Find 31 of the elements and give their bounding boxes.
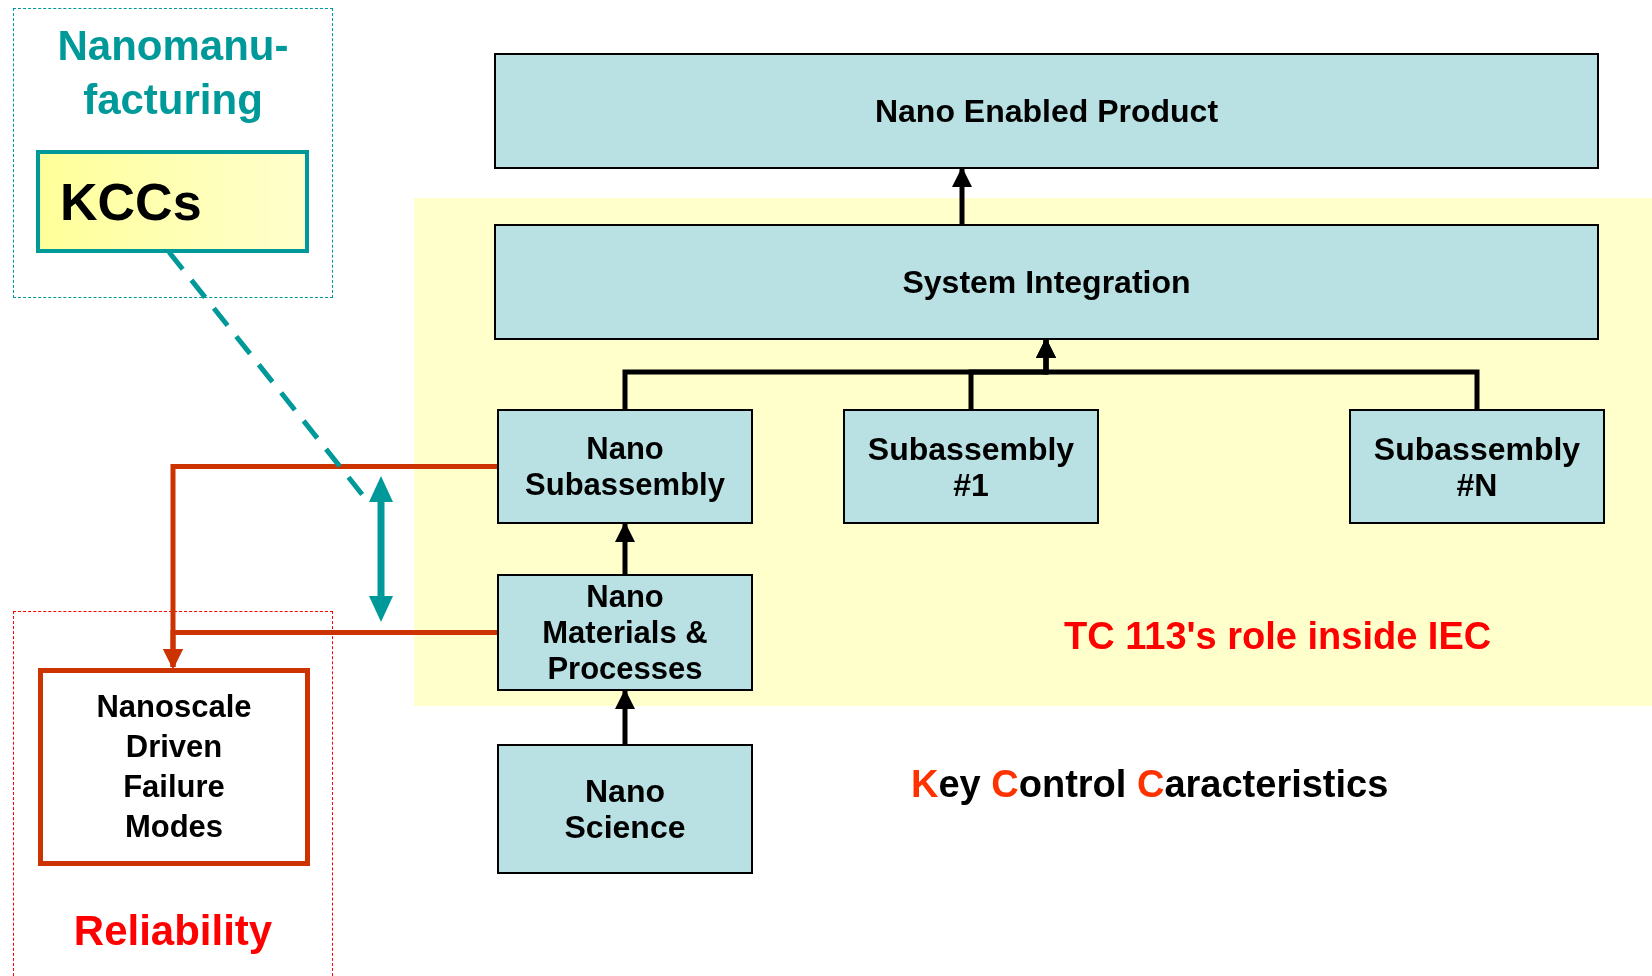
process-box [497,744,753,874]
group-title: Nanomanu- facturing [56,21,290,125]
arrow [615,522,635,574]
node-label: Nano Enabled Product [874,92,1219,131]
dashed-group-box [13,611,333,976]
kcc-box [36,150,309,253]
double-arrow [369,476,393,622]
node-label: Nano Materials & Processes [541,578,709,687]
process-box [494,53,1599,169]
node-label: Subassembly #1 [866,430,1076,503]
node-label: Nanoscale Driven Failure Modes [95,688,253,846]
arrow [952,167,972,224]
process-box [497,574,753,691]
group-title: Reliability [72,906,274,956]
band-label: TC 113's role inside IEC [1064,614,1492,659]
node-label: System Integration [902,263,1191,302]
node-label: KCCs [60,171,202,233]
node-label: Nano Subassembly [524,430,726,503]
arrow [163,630,497,669]
caption-text: Key Control Caracteristics [911,762,1389,807]
dashed-group-box [13,8,333,298]
process-box [494,224,1599,340]
process-box [1349,409,1605,524]
node-label: Subassembly #N [1372,430,1582,503]
arrow [1036,338,1480,409]
failure-mode-box [38,668,310,866]
process-box [497,409,753,524]
node-label: Nano Science [563,773,687,845]
highlight-band [414,198,1652,706]
process-box [843,409,1099,524]
arrow [615,689,635,744]
